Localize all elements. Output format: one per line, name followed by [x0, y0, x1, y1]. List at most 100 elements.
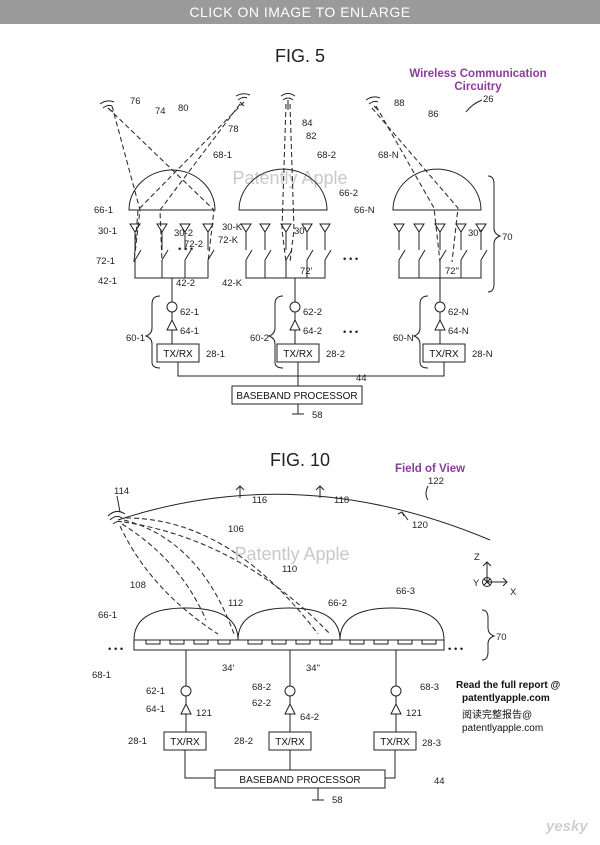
label-106: 106 [228, 524, 244, 535]
watermark-text: Patently Apple [232, 168, 347, 188]
txrx-label: TX/RX [380, 737, 410, 748]
label-112: 112 [228, 598, 243, 609]
label-66-3: 66-3 [396, 586, 415, 597]
label-74: 74 [155, 106, 166, 117]
label-108: 108 [130, 580, 146, 591]
click-to-enlarge-banner[interactable]: CLICK ON IMAGE TO ENLARGE [0, 0, 600, 24]
dome-66-1-b [133, 607, 239, 641]
label-110: 110 [282, 564, 297, 575]
brace-70-b [481, 609, 496, 661]
label-68-1-b: 68-1 [92, 670, 111, 681]
label-70-b: 70 [496, 632, 507, 643]
axis-indicator [482, 561, 508, 587]
label-66-n: 66-N [354, 205, 375, 216]
label-64-1-b: 64-1 [146, 704, 165, 715]
fig5-domes [128, 168, 482, 211]
label-66-1: 66-1 [94, 205, 113, 216]
label-34-dprime: 34" [306, 663, 320, 674]
label-68-1: 68-1 [213, 150, 232, 161]
fig10-txrx-2[interactable]: TX/RX [268, 731, 312, 751]
label-28-n: 28-N [472, 349, 493, 360]
label-28-1: 28-1 [206, 349, 225, 360]
fig10-dots-left: • • • [108, 644, 123, 655]
label-70: 70 [502, 232, 513, 243]
label-64-2-b: 64-2 [300, 712, 319, 723]
label-114: 114 [114, 486, 129, 497]
leader-114 [116, 495, 121, 513]
label-30-k: 30-K [222, 222, 243, 233]
label-72-1: 72-1 [96, 256, 115, 267]
label-82: 82 [306, 131, 317, 142]
dome-66-2 [238, 168, 328, 211]
fig5-dots-a: • • • [178, 244, 193, 255]
label-62-1: 62-1 [180, 307, 199, 318]
label-58-b: 58 [332, 795, 343, 806]
label-60-2: 60-2 [250, 333, 269, 344]
fig5-baseband-processor[interactable]: BASEBAND PROCESSOR [231, 385, 363, 405]
txrx-label: TX/RX [275, 737, 305, 748]
label-121-a: 121 [196, 708, 212, 719]
axis-x-label: X [510, 587, 517, 598]
label-60-1: 60-1 [126, 333, 145, 344]
fig5-bus [177, 362, 445, 415]
fig10-front-ends [180, 650, 402, 732]
label-66-1-b: 66-1 [98, 610, 117, 621]
fig5-txrx-n[interactable]: TX/RX [422, 343, 466, 363]
label-62-1-b: 62-1 [146, 686, 165, 697]
fig10-title: FIG. 10 [270, 450, 330, 470]
label-76: 76 [130, 96, 141, 107]
axis-y-label: Y [473, 578, 480, 589]
label-80: 80 [178, 103, 189, 114]
label-68-2: 68-2 [317, 150, 336, 161]
txrx-label: TX/RX [429, 349, 459, 360]
label-66-2-b: 66-2 [328, 598, 347, 609]
fig10-txrx-1[interactable]: TX/RX [163, 731, 207, 751]
fig5-dots-c: • • • [343, 327, 358, 338]
fig10-signal-icon [107, 510, 126, 525]
label-62-n: 62-N [448, 307, 469, 318]
label-34-prime: 34' [222, 663, 235, 674]
fig5-txrx-1[interactable]: TX/RX [156, 343, 200, 363]
fig5-txrx-2[interactable]: TX/RX [276, 343, 320, 363]
arrow-118 [315, 485, 325, 498]
label-28-3: 28-3 [422, 738, 441, 749]
fig5-antenna-array [129, 223, 488, 296]
arrow-120 [397, 511, 409, 521]
label-30-1: 30-1 [98, 226, 117, 237]
label-44-b: 44 [434, 776, 445, 787]
label-58: 58 [312, 410, 323, 421]
patent-diagram[interactable]: FIG. 5 Patently Apple Wireless Communica… [0, 24, 600, 845]
label-68-n: 68-N [378, 150, 399, 161]
label-68-2-b: 68-2 [252, 682, 271, 693]
label-44: 44 [356, 373, 367, 384]
label-62-2-b: 62-2 [252, 698, 271, 709]
label-122: 122 [428, 476, 444, 487]
leader-122 [425, 485, 429, 501]
label-60-n: 60-N [393, 333, 414, 344]
label-30-dprime: 30" [468, 228, 482, 239]
fig10-txrx-3[interactable]: TX/RX [373, 731, 417, 751]
fig10-baseband-processor[interactable]: BASEBAND PROCESSOR [214, 769, 386, 789]
dome-66-2-b [237, 607, 341, 641]
leader-26 [465, 99, 483, 113]
wireless-callout-line2: Circuitry [454, 81, 502, 93]
fig5-dots-b: • • • [343, 254, 358, 265]
fig10-dots-right: • • • [448, 644, 463, 655]
label-30-prime: 30' [294, 226, 307, 237]
label-26: 26 [483, 94, 494, 105]
txrx-label: TX/RX [163, 349, 193, 360]
label-84: 84 [302, 118, 313, 129]
label-68-3: 68-3 [420, 682, 439, 693]
field-of-view-callout: Field of View [395, 463, 465, 475]
report-line3: 阅读完整报告@ [462, 708, 532, 721]
label-42-1: 42-1 [98, 276, 117, 287]
fig10-beam-paths [119, 517, 331, 635]
dome-66-3-b [339, 607, 445, 641]
brace-70 [487, 175, 502, 293]
label-64-n: 64-N [448, 326, 469, 337]
label-28-2-b: 28-2 [234, 736, 253, 747]
label-72-prime: 72' [300, 266, 313, 277]
label-42-2: 42-2 [176, 278, 195, 289]
dome-66-n [392, 168, 482, 211]
